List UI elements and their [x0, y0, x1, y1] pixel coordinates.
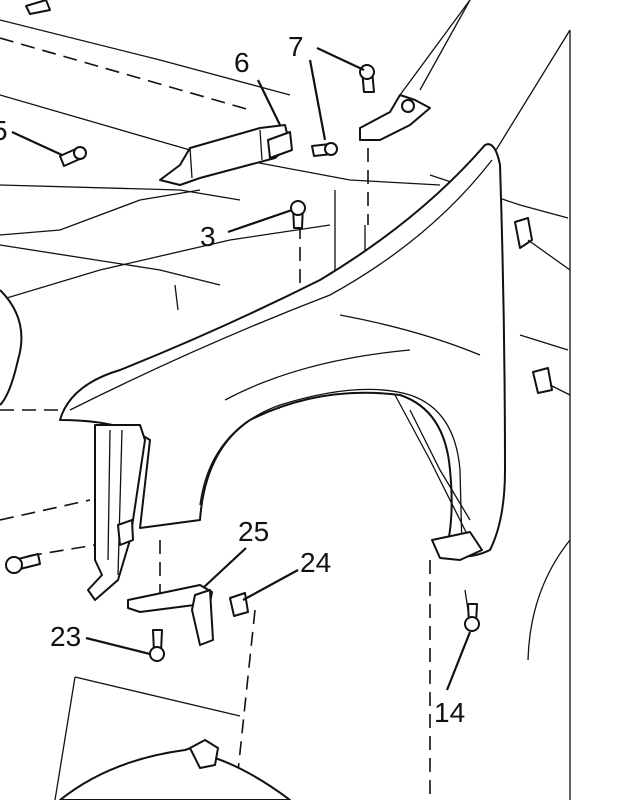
- lower-bracket-part-25: [127, 584, 214, 646]
- front-fender: [59, 143, 506, 558]
- hood-hinge-bracket: [359, 0, 471, 141]
- bolt-part-23: [149, 629, 165, 662]
- bolt-left-lower: [5, 553, 41, 574]
- hood-outline: [419, 0, 571, 800]
- callout-5: 5: [0, 115, 8, 146]
- leader-lines: [11, 47, 472, 691]
- headlamp-edge: [0, 289, 23, 406]
- callout-24: 24: [300, 547, 331, 578]
- callout-7: 7: [288, 31, 304, 62]
- callout-14: 14: [434, 697, 465, 728]
- callout-23: 23: [50, 621, 81, 652]
- bolt-top-left: [25, 0, 51, 15]
- wheelhouse-liner: [59, 739, 291, 800]
- bolt-part-14: [464, 603, 480, 632]
- callout-3: 3: [200, 221, 216, 252]
- bolt-part-7: [359, 64, 375, 93]
- callout-6: 6: [234, 47, 250, 78]
- hinge-bracket: [159, 124, 293, 186]
- fender-rear-bracket: [431, 531, 483, 561]
- fender-front-bracket: [87, 424, 146, 601]
- callout-25: 25: [238, 516, 269, 547]
- bolt-part-7b: [311, 142, 338, 157]
- adjacent-arc: [527, 539, 571, 661]
- bolt-part-5: [59, 146, 87, 167]
- fender-clip-right: [514, 217, 571, 396]
- clip-part-24: [229, 592, 249, 617]
- bolt-part-3: [290, 200, 306, 229]
